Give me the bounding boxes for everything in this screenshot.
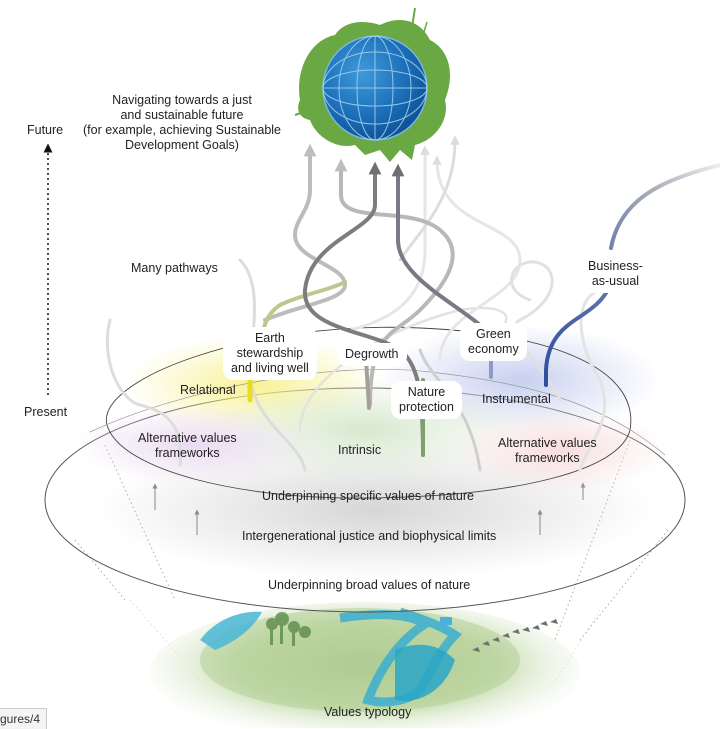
label-line: Earth bbox=[254, 331, 285, 345]
alt-values-right-label: Alternative values frameworks bbox=[498, 436, 597, 466]
pathway bbox=[263, 143, 348, 322]
middle-band-label: Intergenerational justice and biophysica… bbox=[242, 529, 497, 543]
building-icon bbox=[440, 617, 452, 625]
broad-values-ring-label: Underpinning broad values of nature bbox=[268, 578, 471, 592]
specific-values-ring-label: Underpinning specific values of nature bbox=[262, 489, 474, 503]
landscape-illustration bbox=[150, 602, 580, 728]
pathway bbox=[105, 318, 183, 467]
label-line: Degrowth bbox=[345, 347, 399, 361]
instrumental-label: Instrumental bbox=[482, 392, 551, 406]
label-line: Alternative values bbox=[138, 431, 237, 445]
forest-trees bbox=[266, 612, 311, 646]
pathway bbox=[432, 155, 522, 362]
label-line: Business- bbox=[588, 259, 643, 273]
many-pathways-label: Many pathways bbox=[131, 261, 218, 275]
relational-label: Relational bbox=[180, 383, 236, 397]
goal-text-line: and sustainable future bbox=[120, 108, 244, 122]
value-region-blobs bbox=[75, 325, 670, 492]
label-line: frameworks bbox=[515, 451, 580, 465]
pathway bbox=[334, 158, 455, 407]
values-typology-label: Values typology bbox=[324, 705, 412, 719]
label-line: Alternative values bbox=[498, 436, 597, 450]
pathway bbox=[348, 145, 430, 332]
green-economy-label: Green economy bbox=[460, 323, 527, 361]
earth-stewardship-label: Earth stewardship and living well bbox=[223, 327, 317, 380]
goal-text-line: Navigating towards a just bbox=[112, 93, 252, 107]
river bbox=[339, 607, 463, 707]
future-label: Future bbox=[27, 123, 64, 137]
bird-flock bbox=[472, 619, 558, 652]
pathways-mid bbox=[263, 143, 455, 407]
funnel-line bbox=[74, 539, 126, 601]
label-line: stewardship bbox=[236, 346, 304, 360]
business-as-usual-label: Business- as-usual bbox=[580, 255, 651, 293]
url-status-tag: gures/4 bbox=[0, 708, 48, 729]
pathway-green-economy bbox=[391, 163, 482, 327]
degrowth-label: Degrowth bbox=[337, 343, 407, 366]
alt-values-left-label: Alternative values frameworks bbox=[138, 431, 237, 461]
intrinsic-label: Intrinsic bbox=[338, 443, 382, 457]
alt-left-region bbox=[75, 405, 315, 485]
present-label: Present bbox=[24, 405, 68, 419]
pathway bbox=[578, 288, 607, 472]
label-line: as-usual bbox=[591, 274, 640, 288]
alt-right-region bbox=[450, 408, 670, 492]
globe-with-vegetation-icon bbox=[294, 7, 450, 162]
label-line: protection bbox=[399, 400, 454, 414]
label-line: and living well bbox=[231, 361, 309, 375]
goal-text: Navigating towards a just and sustainabl… bbox=[82, 93, 282, 153]
goal-text-line: Development Goals) bbox=[125, 138, 239, 152]
label-line: Nature bbox=[407, 385, 446, 399]
support-arrows bbox=[152, 482, 586, 535]
label-line: Green bbox=[475, 327, 511, 341]
sea-area bbox=[200, 611, 262, 650]
specific-ring-front bbox=[106, 424, 631, 499]
label-line: frameworks bbox=[155, 446, 220, 460]
pathway-business-as-usual bbox=[544, 163, 720, 387]
nature-protection-label: Nature protection bbox=[391, 381, 462, 419]
pathway bbox=[398, 135, 460, 262]
label-line: economy bbox=[468, 342, 519, 356]
specific-ring-diagonal bbox=[89, 368, 666, 456]
goal-text-line: (for example, achieving Sustainable bbox=[82, 123, 282, 137]
